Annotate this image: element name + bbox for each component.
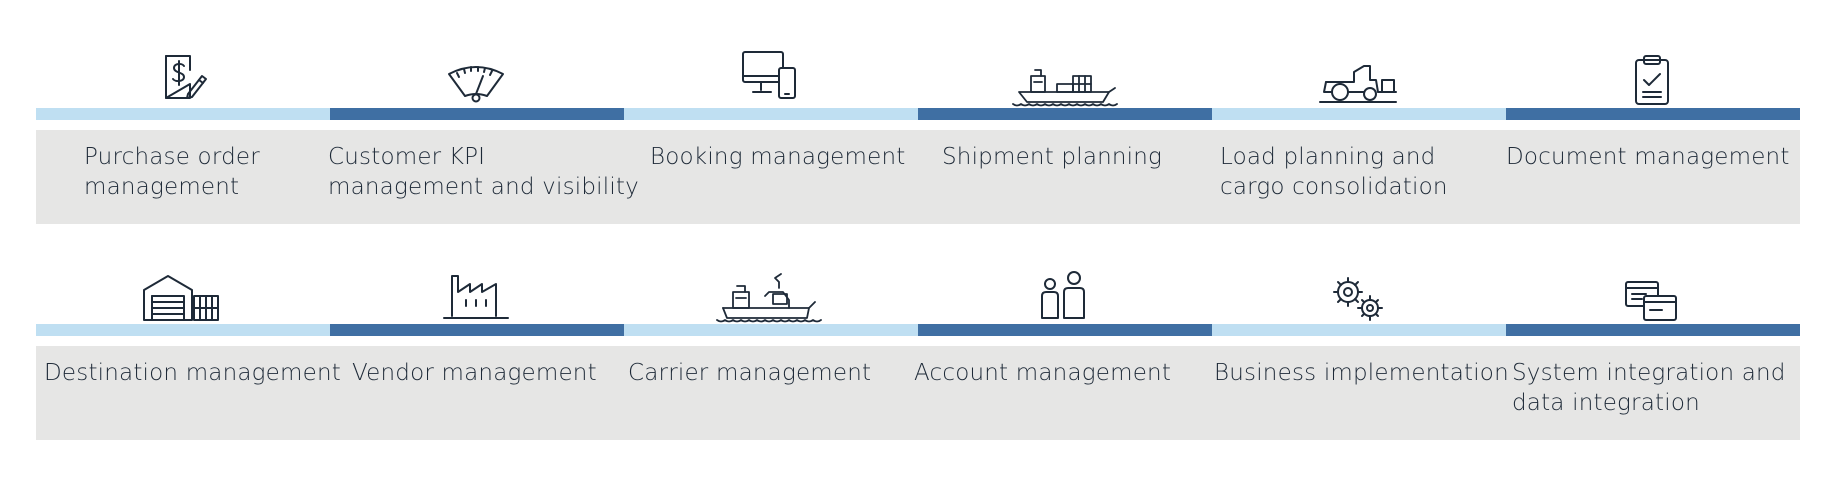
bar-segment <box>36 324 330 336</box>
label-line: Carrier management <box>628 360 872 386</box>
label-line: Load planning and <box>1220 144 1436 170</box>
label-line: Document management <box>1506 144 1790 170</box>
gears-icon <box>1212 246 1504 324</box>
service-label-booking: Booking management <box>650 142 905 172</box>
service-label-account: Account management <box>914 358 1171 388</box>
cargo-ship-crane-icon <box>624 246 916 324</box>
color-bar-row-1 <box>36 108 1800 120</box>
bar-segment <box>918 324 1212 336</box>
service-label-shipment-planning: Shipment planning <box>942 142 1162 172</box>
service-label-business-implementation: Business implementation <box>1214 358 1509 388</box>
service-label-system-integration: System integration and data integration <box>1512 358 1786 418</box>
icon-strip-row-2 <box>36 246 1800 324</box>
bar-segment <box>624 324 918 336</box>
bar-segment <box>624 108 918 120</box>
label-line: Account management <box>914 360 1172 386</box>
warehouse-containers-icon <box>36 246 328 324</box>
container-ship-icon <box>918 30 1210 108</box>
label-line: System integration and <box>1512 360 1786 386</box>
label-line: Customer KPI <box>328 144 486 170</box>
color-bar-row-2 <box>36 324 1800 336</box>
bar-segment <box>1506 324 1800 336</box>
speedometer-gauge-icon <box>330 30 622 108</box>
bar-segment <box>36 108 330 120</box>
services-row-2: Destination management Vendor management… <box>36 246 1800 440</box>
bar-segment <box>1212 108 1506 120</box>
bar-segment <box>918 108 1212 120</box>
label-line: Shipment planning <box>942 144 1163 170</box>
service-label-purchase-order: Purchase order management <box>84 142 260 202</box>
label-line: Vendor management <box>352 360 597 386</box>
labels-panel-row-2: Destination management Vendor management… <box>36 346 1800 440</box>
service-label-load-planning: Load planning and cargo consolidation <box>1220 142 1448 202</box>
labels-panel-row-1: Purchase order management Customer KPI m… <box>36 130 1800 224</box>
windows-integration-icon <box>1506 246 1798 324</box>
label-line: data integration <box>1512 390 1700 416</box>
bar-segment <box>330 108 624 120</box>
tractor-cargo-icon <box>1212 30 1504 108</box>
label-line: management <box>84 174 240 200</box>
bar-segment <box>330 324 624 336</box>
label-line: cargo consolidation <box>1220 174 1448 200</box>
service-label-carrier: Carrier management <box>628 358 871 388</box>
service-label-document: Document management <box>1506 142 1790 172</box>
services-row-1: Purchase order management Customer KPI m… <box>36 30 1800 224</box>
label-line: management and visibility <box>328 174 639 200</box>
bar-segment <box>1212 324 1506 336</box>
people-icon <box>918 246 1210 324</box>
label-line: Destination management <box>44 360 341 386</box>
label-line: Booking management <box>650 144 906 170</box>
label-line: Business implementation <box>1214 360 1509 386</box>
label-line: Purchase order <box>84 144 260 170</box>
factory-icon <box>330 246 622 324</box>
service-label-vendor: Vendor management <box>352 358 597 388</box>
clipboard-check-icon <box>1506 30 1798 108</box>
icon-strip-row-1 <box>36 30 1800 108</box>
service-label-destination: Destination management <box>44 358 341 388</box>
service-label-customer-kpi: Customer KPI management and visibility <box>328 142 639 202</box>
desktop-mobile-icon <box>624 30 916 108</box>
bar-segment <box>1506 108 1800 120</box>
invoice-dollar-pen-icon <box>36 30 328 108</box>
